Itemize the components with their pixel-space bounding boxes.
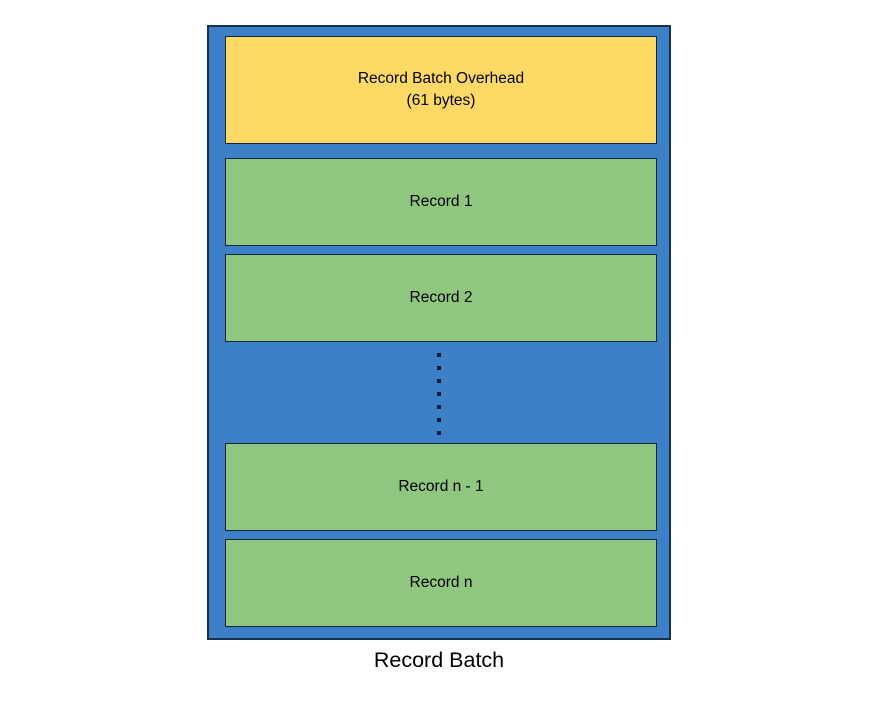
diagram-caption: Record Batch [373,648,505,672]
segment-record-n-label: Record n [409,574,473,591]
ellipsis-dot [437,405,441,409]
segment-record-n: Record n [225,539,657,627]
segment-record-2-label: Record 2 [409,289,473,306]
record-batch-container: Record Batch Overhead (61 bytes) Record … [207,25,671,640]
ellipsis-dot [437,379,441,383]
segment-record-batch-overhead: Record Batch Overhead (61 bytes) [225,36,657,144]
segment-record-1: Record 1 [225,158,657,246]
segment-record-1-label: Record 1 [409,193,473,210]
segment-record-batch-overhead-label: Record Batch Overhead (61 bytes) [357,70,525,109]
vertical-ellipsis-icon [209,350,669,438]
ellipsis-dot [437,418,441,422]
ellipsis-dot [437,353,441,357]
ellipsis-dot [437,366,441,370]
segment-record-n-minus-1: Record n - 1 [225,443,657,531]
segment-record-2: Record 2 [225,254,657,342]
ellipsis-dot [437,431,441,435]
ellipsis-dot [437,392,441,396]
segment-record-n-minus-1-label: Record n - 1 [398,478,484,495]
